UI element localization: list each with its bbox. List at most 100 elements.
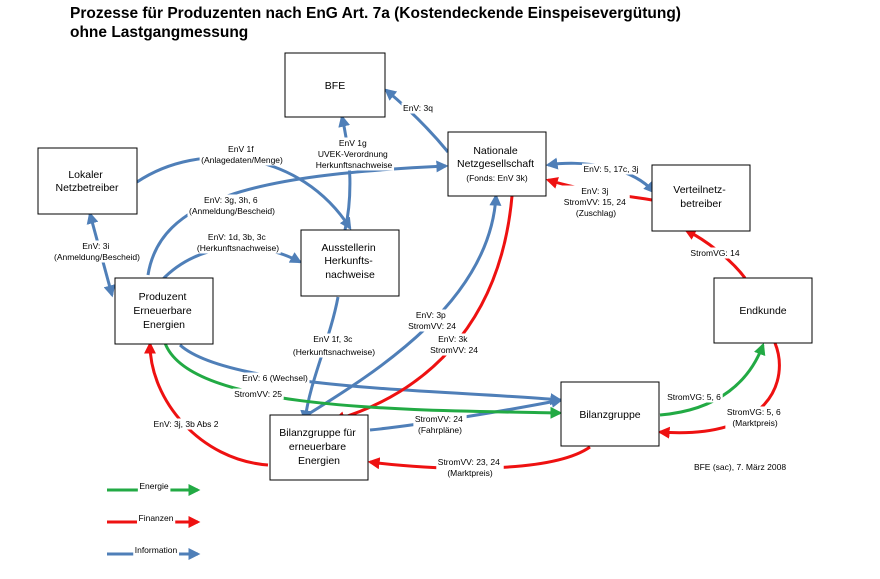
label-line: StromVV: 15, 24 xyxy=(564,197,626,207)
label-env3jabs: EnV: 3j, 3b Abs 2 xyxy=(154,419,219,429)
node-bfe: BFE xyxy=(284,52,386,118)
label-background xyxy=(665,391,723,403)
node-text: Bilanzgruppe xyxy=(579,409,640,421)
label-line: StromVG: 5, 6 xyxy=(667,392,721,402)
label-line: EnV: 1d, 3b, 3c xyxy=(208,232,267,242)
edge-nationale-bfe xyxy=(384,88,450,153)
node-text: Erneuerbare xyxy=(133,305,192,317)
edge-produzent-bilanzgruppe-energie xyxy=(163,342,563,419)
title-line-1: Prozesse für Produzenten nach EnG Art. 7… xyxy=(70,5,681,22)
node-text: Produzent xyxy=(139,291,187,303)
label-line: (Herkunftsnachweise) xyxy=(293,347,375,357)
label-line: StromVG: 14 xyxy=(690,248,739,258)
footer-credit: BFE (sac), 7. März 2008 xyxy=(694,462,786,472)
label-env3p: EnV: 3p StromVV: 24 xyxy=(408,310,456,331)
node-ausstellerin: Ausstellerin Herkunfts- nachweise xyxy=(300,229,400,297)
legend-finanzen: Finanzen xyxy=(139,513,174,523)
label-line: (Anmeldung/Bescheid) xyxy=(54,252,140,262)
node-text: erneuerbare xyxy=(289,441,346,453)
label-line: EnV: 3q xyxy=(403,103,433,113)
label-background xyxy=(187,194,277,217)
label-background xyxy=(413,413,467,436)
label-line: (Fahrpläne) xyxy=(418,425,462,435)
label-background xyxy=(692,461,788,473)
edge-produzent-bilanzgruppe xyxy=(178,343,563,406)
node-text: betreiber xyxy=(680,198,722,210)
label-background xyxy=(725,406,785,429)
label-line: StromVV: 24 xyxy=(408,321,456,331)
label-line: EnV 1g xyxy=(339,138,367,148)
label-line: EnV: 3j xyxy=(581,186,608,196)
node-text: Lokaler xyxy=(68,169,103,181)
label-line: StromVV: 24 xyxy=(430,345,478,355)
node-produzent: Produzent Erneuerbare Energien xyxy=(114,277,214,345)
label-line: EnV: 3k xyxy=(438,334,468,344)
label-line: StromVV: 24 xyxy=(415,414,463,424)
node-bfe-line: BFE xyxy=(325,80,345,92)
node-text: BFE xyxy=(325,80,345,92)
label-env3i: EnV: 3i (Anmeldung/Bescheid) xyxy=(54,241,140,262)
node-text: Energien xyxy=(143,319,185,331)
label-line: EnV: 3i xyxy=(82,241,109,251)
node-ausstellerin-text: Ausstellerin Herkunfts- nachweise xyxy=(321,242,378,281)
label-line: StromVG: 5, 6 xyxy=(727,407,781,417)
node-verteilnetzbetreiber: Verteilnetz- betreiber xyxy=(651,164,751,232)
node-nationale-netzgesellschaft: Nationale Netzgesellschaft (Fonds: EnV 3… xyxy=(447,131,547,197)
edge-bilanzgruppe-endkunde xyxy=(659,342,766,417)
label-line: EnV 1f xyxy=(228,144,254,154)
label-background xyxy=(291,333,377,358)
label-env1f3c: EnV 1f, 3c (Herkunftsnachweise) xyxy=(293,334,375,357)
label-background xyxy=(582,163,641,175)
label-background xyxy=(240,372,310,384)
node-text: Verteilnetz- xyxy=(673,184,726,196)
diagram-title: Prozesse für Produzenten nach EnG Art. 7… xyxy=(70,4,681,42)
label-line: EnV: 3g, 3h, 6 xyxy=(204,195,258,205)
node-nationale-text: Nationale Netzgesellschaft (Fonds: EnV 3… xyxy=(457,145,537,183)
node-text: (Fonds: EnV 3k) xyxy=(466,173,528,183)
label-line: StromVV: 25 xyxy=(234,389,282,399)
node-text: Energien xyxy=(298,455,340,467)
node-endkunde: Endkunde xyxy=(713,277,813,344)
node-bge-text: Bilanzgruppe für erneuerbare Energien xyxy=(279,427,358,467)
node-text: Herkunfts- xyxy=(324,255,373,267)
legend-energie: Energie xyxy=(139,481,169,491)
label-background xyxy=(688,247,742,259)
legend-information: Information xyxy=(135,545,178,555)
label-line: StromVV: 23, 24 xyxy=(438,457,500,467)
label-stromvg56-energie: StromVG: 5, 6 xyxy=(667,392,721,402)
node-bilanzgruppe-line: Bilanzgruppe xyxy=(579,409,640,421)
label-background xyxy=(314,137,395,171)
label-background xyxy=(401,102,435,114)
node-text: Bilanzgruppe für xyxy=(279,427,356,439)
node-verteilnetz-text: Verteilnetz- betreiber xyxy=(673,184,728,210)
node-text: nachweise xyxy=(325,269,375,281)
label-line: EnV: 5, 17c, 3j xyxy=(584,164,639,174)
label-env1d: EnV: 1d, 3b, 3c (Herkunftsnachweise) xyxy=(197,232,279,253)
label-line: (Anmeldung/Bescheid) xyxy=(189,206,275,216)
label-background xyxy=(232,388,284,400)
label-line: EnV: 6 (Wechsel) xyxy=(242,373,308,383)
label-env3g: EnV: 3g, 3h, 6 (Anmeldung/Bescheid) xyxy=(189,195,275,216)
label-background xyxy=(406,309,458,332)
label-line: (Zuschlag) xyxy=(576,208,616,218)
label-background xyxy=(152,418,221,430)
label-line: (Marktpreis) xyxy=(732,418,778,428)
label-fahrplaene: StromVV: 24 (Fahrpläne) xyxy=(415,414,465,435)
label-line: EnV 1f, 3c xyxy=(313,334,353,344)
label-background xyxy=(428,333,480,356)
label-env1g: EnV 1g UVEK-Verordnung Herkunftsnachweis… xyxy=(316,138,393,170)
label-background xyxy=(562,185,630,219)
node-text: Ausstellerin xyxy=(321,242,375,254)
edge-endkunde-bilanzgruppe xyxy=(657,342,781,439)
legend: Energie Finanzen Information xyxy=(107,480,201,560)
label-line: (Herkunftsnachweise) xyxy=(197,243,279,253)
label-stromvg56-finanzen: StromVG: 5, 6 (Marktpreis) xyxy=(727,407,783,428)
label-env6: EnV: 6 (Wechsel) xyxy=(242,373,308,383)
label-env3q: EnV: 3q xyxy=(403,103,433,113)
node-endkunde-line: Endkunde xyxy=(739,305,786,317)
label-env5: EnV: 5, 17c, 3j xyxy=(584,164,639,174)
node-bilanzgruppe: Bilanzgruppe xyxy=(560,381,660,447)
node-text: Netzbetreiber xyxy=(55,182,119,194)
node-bilanzgruppe-erneuerbare: Bilanzgruppe für erneuerbare Energien xyxy=(269,414,369,481)
